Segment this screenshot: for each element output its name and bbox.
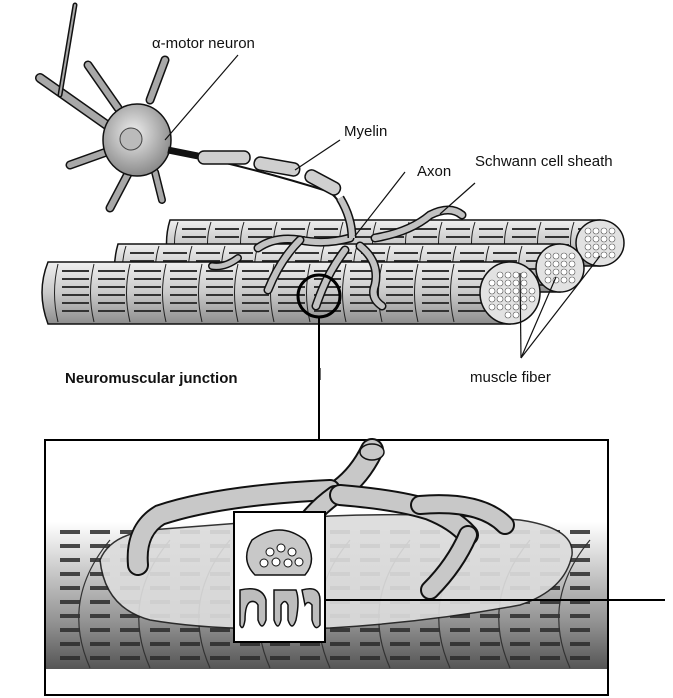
muscle-fiber-front: [42, 262, 540, 324]
label-myelin: Myelin: [344, 123, 387, 140]
label-muscle-fiber: muscle fiber: [470, 369, 551, 386]
junction-inset: [45, 440, 665, 695]
label-axon: Axon: [417, 163, 451, 180]
label-neuromuscular-junction: Neuromuscular junction: [65, 370, 238, 387]
label-schwann-sheath: Schwann cell sheath: [475, 153, 613, 170]
label-motor-neuron: α-motor neuron: [152, 35, 255, 52]
